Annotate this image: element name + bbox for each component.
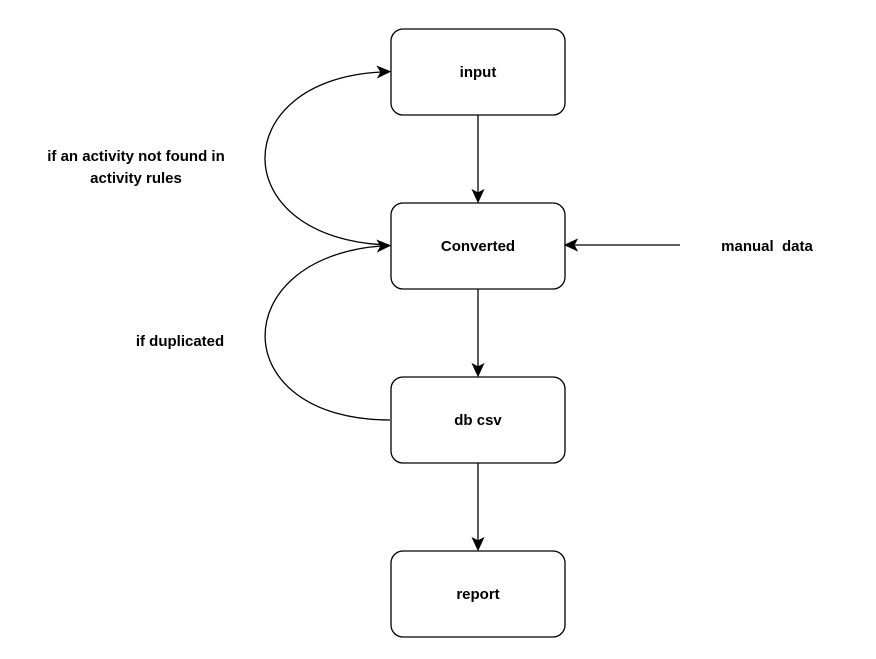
node-converted: Converted: [390, 202, 566, 290]
node-input: input: [390, 28, 566, 116]
edge-db-csv-to-converted-loop: [264, 239, 392, 421]
node-converted-label: Converted: [441, 238, 515, 255]
edge-converted-to-db-csv: [471, 289, 485, 378]
node-report: report: [390, 550, 566, 638]
arrowhead: [563, 238, 579, 252]
arrowhead: [471, 188, 485, 204]
arrowhead: [471, 362, 485, 378]
label-manual-data: manual data: [721, 238, 813, 255]
edge-converted-to-input-loop: [264, 65, 392, 246]
node-report-label: report: [456, 586, 499, 603]
edge-db-csv-to-report: [471, 463, 485, 552]
node-input-label: input: [460, 64, 497, 81]
label-duplicated: if duplicated: [136, 333, 224, 350]
arrowhead: [376, 65, 392, 79]
edge-input-to-converted: [471, 115, 485, 204]
label-activity-not-found-line1: if an activity not found in: [47, 148, 225, 165]
node-db-csv: db csv: [390, 376, 566, 464]
node-db-csv-label: db csv: [454, 412, 502, 429]
edge-manual-data-to-converted: [563, 238, 680, 252]
arrowhead: [376, 239, 392, 253]
arrowhead: [471, 536, 485, 552]
label-activity-not-found-line2: activity rules: [90, 170, 182, 187]
